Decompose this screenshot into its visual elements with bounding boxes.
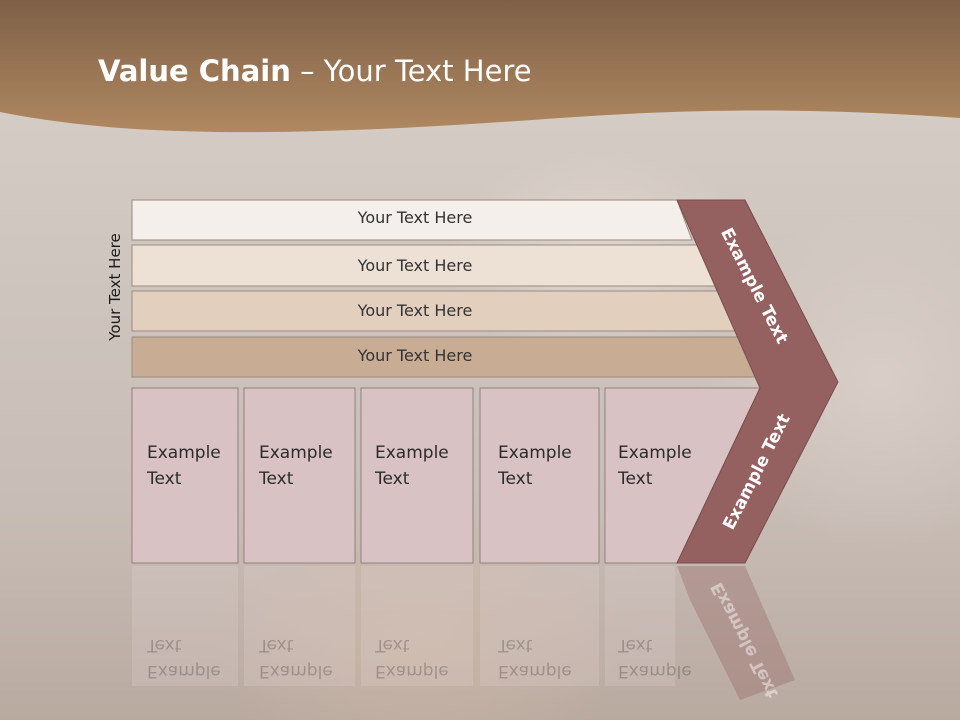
bar-label-3: Your Text Here [357, 301, 473, 320]
header-band [0, 0, 960, 133]
side-axis-label: Your Text Here [106, 233, 124, 341]
chevron-reflection [677, 566, 795, 700]
bar-label-2: Your Text Here [357, 256, 473, 275]
title-bold: Value Chain [98, 54, 291, 88]
bar-label-1: Your Text Here [357, 208, 473, 227]
cell-1 [131, 387, 239, 564]
title-rest: – Your Text Here [290, 54, 532, 88]
bar-label-4: Your Text Here [357, 346, 473, 365]
bar-1 [131, 199, 693, 241]
chevron-arrow [676, 199, 839, 564]
cell-3 [360, 387, 474, 564]
reflection [132, 566, 675, 686]
cell-4 [479, 387, 600, 564]
page-title: Value Chain – Your Text Here [98, 54, 532, 88]
cell-2 [243, 387, 356, 564]
